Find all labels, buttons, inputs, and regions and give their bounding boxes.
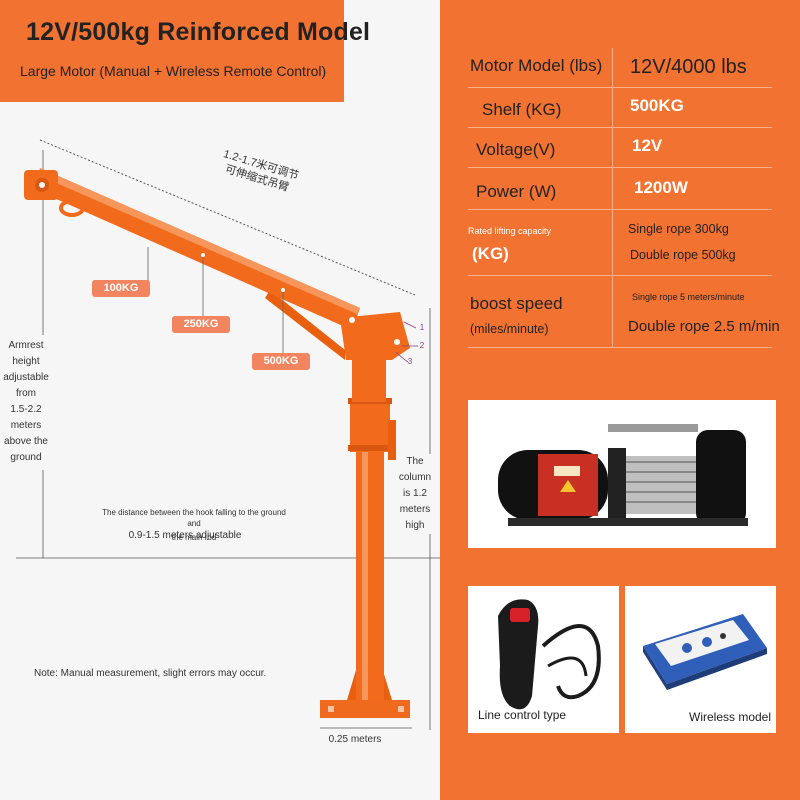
shelf-label: Shelf (KG) xyxy=(482,100,562,119)
pivot-point-1: 1 xyxy=(419,323,425,332)
hook-note-line2: the main rod xyxy=(171,533,217,542)
capacity-single: Single rope 300kg xyxy=(628,222,729,236)
column-note: The column is 1.2 meters high xyxy=(396,454,434,534)
table-divider xyxy=(612,48,613,348)
measurement-note: Note: Manual measurement, slight errors … xyxy=(34,668,267,679)
winch-photo xyxy=(468,400,776,548)
speed-single: Single rope 5 meters/minute xyxy=(632,292,745,302)
armrest-note-line: height xyxy=(12,356,40,367)
hook-note-line1: The distance between the hook falling to… xyxy=(102,508,286,528)
column-note-line: The xyxy=(406,456,424,467)
load-badge-250kg: 250KG xyxy=(172,316,230,333)
armrest-note-line: from xyxy=(16,388,36,399)
spec-row-voltage: Voltage(V) 12V xyxy=(468,128,772,168)
load-badge-100kg: 100KG xyxy=(92,280,150,297)
speed-label: boost speed xyxy=(470,294,563,313)
armrest-note-line: adjustable xyxy=(3,372,49,383)
capacity-double: Double rope 500kg xyxy=(630,248,736,262)
column-note-line: meters xyxy=(399,504,431,515)
column-note-line: high xyxy=(405,520,425,531)
spec-row-shelf: Shelf (KG) 500KG xyxy=(468,88,772,128)
armrest-note: Armrest height adjustable from 1.5-2.2 m… xyxy=(0,338,52,466)
motor-model-label: Motor Model (lbs) xyxy=(470,56,603,75)
title-banner: 12V/500kg Reinforced Model Large Motor (… xyxy=(0,0,370,102)
wireless-photo: Wireless model xyxy=(625,586,776,733)
motor-model-value: 12V/4000 lbs xyxy=(630,56,747,78)
page-title: 12V/500kg Reinforced Model xyxy=(26,18,371,46)
armrest-note-line: ground xyxy=(10,452,42,463)
shelf-value: 500KG xyxy=(630,96,684,115)
capacity-label: Rated lifting capacity xyxy=(468,226,552,236)
armrest-note-line: Armrest xyxy=(8,340,44,351)
spec-row-motor: Motor Model (lbs) 12V/4000 lbs xyxy=(468,42,772,88)
line-control-caption: Line control type xyxy=(478,708,567,722)
hook-distance-note: The distance between the hook falling to… xyxy=(96,507,292,543)
crane-diagram xyxy=(16,139,440,730)
voltage-label: Voltage(V) xyxy=(476,140,556,159)
base-width-label: 0.25 meters xyxy=(328,734,382,745)
column-note-line: column xyxy=(398,472,432,483)
spec-row-power: Power (W) 1200W xyxy=(468,168,772,210)
armrest-note-line: 1.5-2.2 xyxy=(10,404,42,415)
spec-row-speed: boost speed (miles/minute) Single rope 5… xyxy=(468,276,780,348)
column-note-line: is 1.2 xyxy=(403,488,427,499)
pivot-point-3: 3 xyxy=(407,357,413,366)
power-label: Power (W) xyxy=(476,182,557,201)
hook-range: 0.9-1.5 meters adjustable xyxy=(128,530,242,541)
page-subtitle: Large Motor (Manual + Wireless Remote Co… xyxy=(20,63,327,79)
load-badge-500kg: 500KG xyxy=(252,353,310,370)
winch-image xyxy=(498,424,748,526)
armrest-note-line: above the xyxy=(4,436,48,447)
capacity-unit: (KG) xyxy=(472,244,509,263)
power-value: 1200W xyxy=(634,178,688,197)
line-control-photo: Line control type xyxy=(468,586,619,733)
speed-double: Double rope 2.5 m/min xyxy=(628,318,780,335)
armrest-note-line: meters xyxy=(10,420,42,431)
line-control-image xyxy=(498,599,601,710)
speed-unit: (miles/minute) xyxy=(470,322,549,336)
spec-row-capacity: Rated lifting capacity (KG) Single rope … xyxy=(468,210,772,276)
voltage-value: 12V xyxy=(632,136,663,155)
pivot-point-2: 2 xyxy=(419,341,425,350)
wireless-image xyxy=(643,614,767,690)
spec-table: Motor Model (lbs) 12V/4000 lbs Shelf (KG… xyxy=(468,42,780,348)
wireless-caption: Wireless model xyxy=(689,710,772,724)
